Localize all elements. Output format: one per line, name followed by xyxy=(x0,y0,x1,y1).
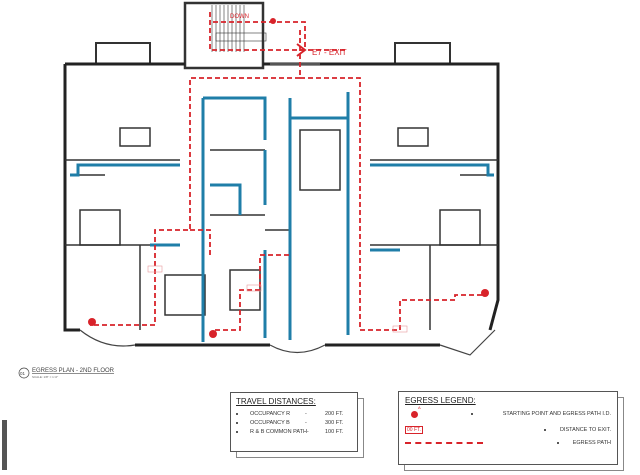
egress-path-sample xyxy=(405,442,483,444)
travel-row: OCCUPANCY B - 300 FT. xyxy=(236,418,352,427)
legend-path-row: EGRESS PATH xyxy=(405,437,611,449)
rated-walls xyxy=(70,92,494,342)
stair-down-label: DOWN xyxy=(230,14,249,20)
drawing-number-bubble xyxy=(18,367,30,379)
marker-letter: A xyxy=(418,405,421,410)
stair-tower xyxy=(183,1,267,70)
start-label: STARTING POINT AND EGRESS PATH I.D. xyxy=(502,411,611,417)
row-value: 200 FT. xyxy=(325,410,344,417)
legend-start-row: A STARTING POINT AND EGRESS PATH I.D. xyxy=(405,405,611,423)
exterior-walls xyxy=(63,62,500,347)
bay-windows xyxy=(79,329,496,356)
row-label: R & B COMMON PATH- xyxy=(250,428,309,435)
drawing-number: 01 xyxy=(20,371,26,376)
drawing-scale: SCALE: 1/8" = 1'-0" xyxy=(32,375,58,379)
start-point-markers xyxy=(88,18,489,338)
path-label: EGRESS PATH xyxy=(572,440,611,446)
row-label: OCCUPANCY B xyxy=(250,419,290,426)
egress-legend-box: EGRESS LEGEND: A STARTING POINT AND EGRE… xyxy=(398,391,618,465)
exit-arrow-icon xyxy=(296,43,307,57)
legend-distance-row: 00 FT. DISTANCE TO EXIT. xyxy=(405,423,611,437)
travel-distances-title: TRAVEL DISTANCES: xyxy=(236,397,316,406)
distance-label: DISTANCE TO EXIT. xyxy=(559,427,611,433)
row-label: OCCUPANCY R xyxy=(250,410,291,417)
row-sep: - xyxy=(305,419,307,426)
distance-tags xyxy=(147,265,408,333)
interior-walls xyxy=(65,127,498,330)
travel-distances-box: TRAVEL DISTANCES: OCCUPANCY R - 200 FT. OC… xyxy=(230,392,358,452)
travel-row: R & B COMMON PATH- 100 FT. xyxy=(236,427,352,436)
exit-label: E7 - EXIT xyxy=(312,48,347,57)
row-sep: - xyxy=(305,410,307,417)
row-value: 300 FT. xyxy=(325,419,344,426)
travel-row: OCCUPANCY R - 200 FT. xyxy=(236,409,352,418)
balconies xyxy=(95,42,451,64)
stamp xyxy=(2,420,7,470)
row-value: 100 FT. xyxy=(325,428,344,435)
drawing-title: EGRESS PLAN - 2ND FLOOR xyxy=(32,368,115,374)
start-point-icon xyxy=(411,410,418,418)
distance-sample: 00 FT. xyxy=(405,426,423,434)
egress-legend-title: EGRESS LEGEND: xyxy=(405,396,476,405)
